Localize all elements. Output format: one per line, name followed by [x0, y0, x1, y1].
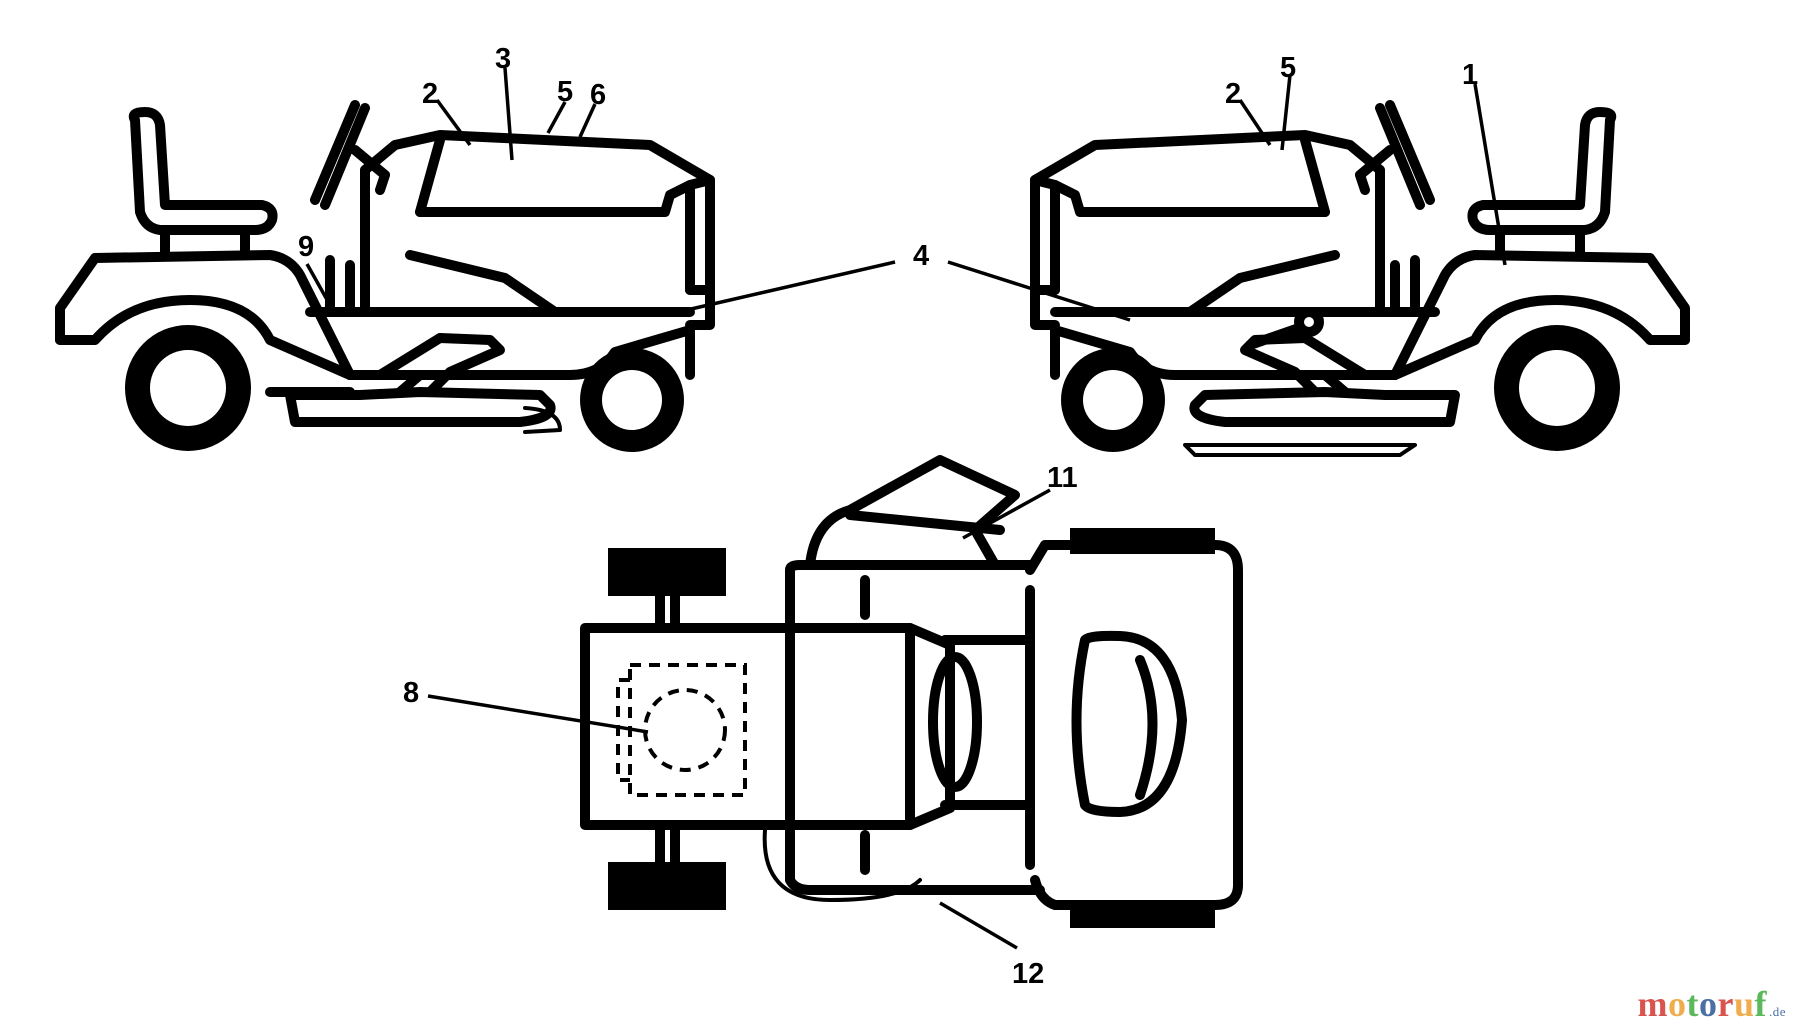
callout-6-left: 6: [590, 79, 606, 111]
right-view-steering-wheel: [1355, 100, 1435, 210]
left-view-seat: [128, 107, 278, 235]
top-view-grass-chute: [805, 455, 1020, 570]
watermark-name: motoruf: [1637, 984, 1767, 1024]
callout-2-right: 2: [1225, 78, 1241, 110]
top-view-front-tire-lower: [608, 862, 726, 910]
callout-1-right: 1: [1462, 59, 1478, 91]
callout-9-left: 9: [298, 231, 314, 263]
right-view-hood: [1030, 130, 1385, 330]
callout-5-right: 5: [1280, 52, 1296, 84]
leader-lines: [305, 67, 1507, 950]
right-view-seat: [1467, 107, 1617, 235]
callout-3-left: 3: [495, 43, 511, 75]
callout-5-left: 5: [557, 76, 573, 108]
callout-12-top: 12: [1012, 958, 1044, 990]
top-view-front-tire-upper: [608, 548, 726, 596]
right-view-mower-deck: [1189, 387, 1460, 427]
right-view-fender-body: [1050, 250, 1690, 380]
tractor-right-side-view: [1030, 100, 1690, 457]
callout-4: 4: [913, 240, 929, 272]
watermark-tld: .de: [1768, 1004, 1786, 1019]
top-view-dashed-label-area: [628, 663, 747, 797]
callout-2-left: 2: [422, 78, 438, 110]
top-view-deck-edge: [762, 828, 922, 902]
callout-labels: 2 3 5 6 9 4 2 5 1 8 11 12: [298, 43, 1478, 990]
callout-11-top: 11: [1047, 462, 1078, 494]
callout-8-top: 8: [403, 677, 419, 709]
tractor-top-view: [580, 455, 1243, 928]
left-view-fender-body: [55, 250, 695, 380]
top-view-rear-body: [1025, 540, 1243, 910]
watermark-logo: motoruf.de: [1637, 983, 1786, 1025]
left-view-steering-wheel: [310, 100, 390, 210]
left-view-hood: [360, 130, 715, 330]
top-view-seat: [1071, 630, 1187, 817]
tractor-left-side-view: [55, 100, 715, 452]
